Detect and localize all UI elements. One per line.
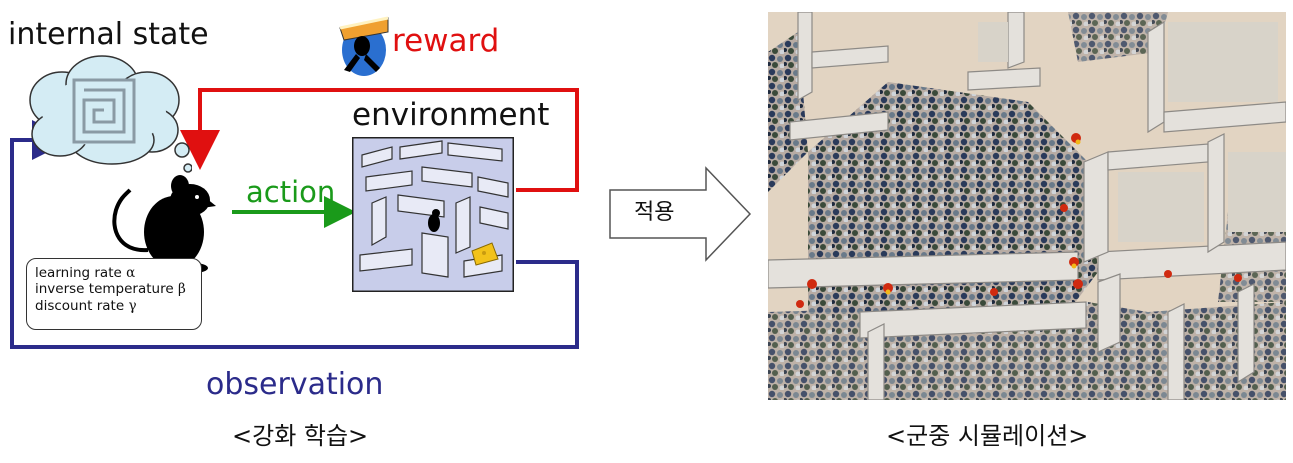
rat-icon — [112, 175, 216, 274]
parameter-learning-rate: learning rate α — [35, 265, 136, 281]
parameter-inverse-temperature: inverse temperature β — [35, 281, 186, 298]
maze-environment-image — [352, 137, 514, 292]
observation-loop-line — [10, 120, 579, 349]
reward-pie-runner-icon — [339, 16, 389, 76]
action-label: action — [246, 175, 336, 209]
apply-arrow-shape — [609, 166, 752, 262]
observation-label: observation — [206, 367, 384, 402]
parameter-discount-rate: discount rate γ — [35, 297, 137, 314]
reward-label: reward — [392, 23, 500, 59]
apply-arrow-label: 적용 — [634, 200, 675, 225]
crowd-simulation-image — [768, 12, 1286, 400]
internal-state-label: internal state — [8, 17, 209, 52]
diagram-arrows — [10, 88, 579, 349]
caption-reinforcement-learning: <강화 학습> — [232, 422, 369, 450]
reward-loop-line — [180, 88, 579, 192]
environment-label: environment — [352, 97, 550, 133]
thought-cloud-icon — [29, 55, 192, 173]
caption-crowd-simulation: <군중 시뮬레이션> — [886, 422, 1089, 450]
agent-parameters-box: learning rate α inverse temperature β di… — [26, 258, 202, 330]
